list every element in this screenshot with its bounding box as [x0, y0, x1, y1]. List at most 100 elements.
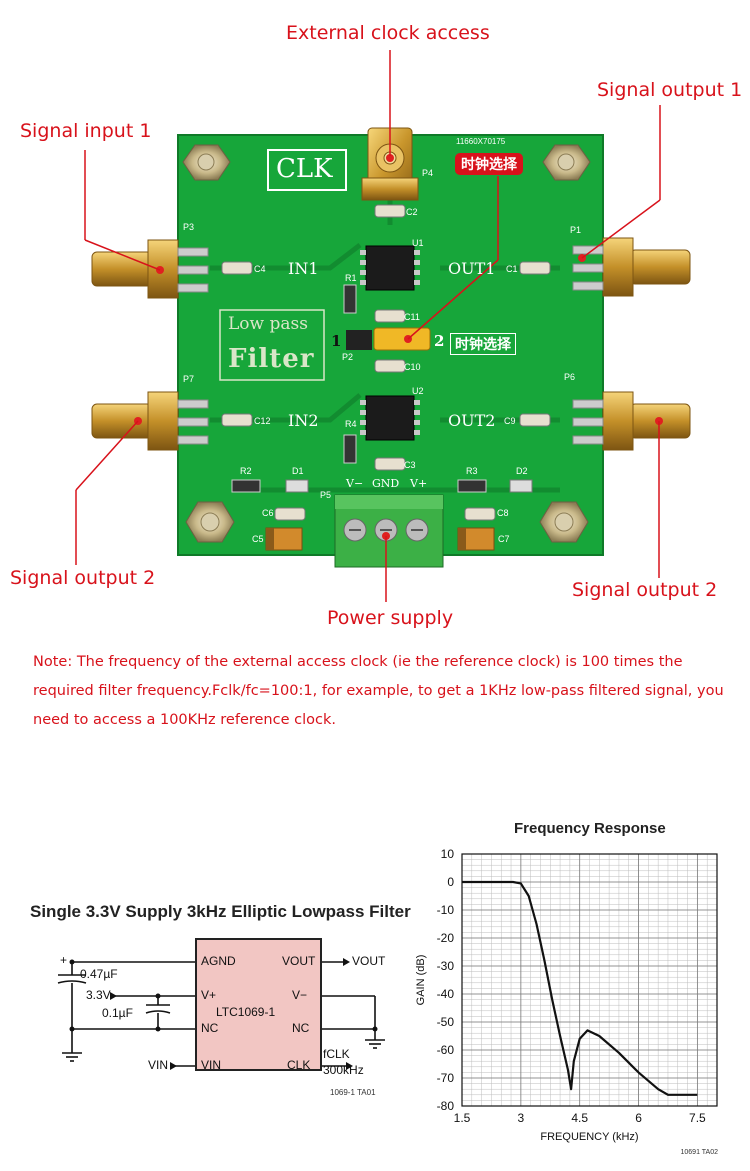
ref-c2: C2	[406, 207, 418, 217]
note-text: Note: The frequency of the external acce…	[33, 654, 724, 728]
ref-u2: U2	[412, 386, 424, 396]
ref-r3: R3	[466, 466, 478, 476]
label-signal-input-1: Signal input 1	[20, 120, 152, 142]
ref-p6: P6	[564, 372, 576, 382]
ic-u2	[360, 395, 420, 441]
ref-r2: R2	[240, 466, 252, 476]
pin-clk: CLK	[287, 1058, 311, 1072]
vin-label: VIN	[148, 1058, 169, 1072]
ref-p1: P1	[570, 225, 582, 235]
label-external-clock: External clock access	[286, 22, 490, 44]
mounting-nuts	[182, 144, 591, 543]
plot-frame	[461, 853, 718, 1107]
ref-p3: P3	[183, 222, 195, 232]
svg-text:+: +	[60, 953, 67, 967]
y-tick-label: -70	[437, 1071, 455, 1085]
x-tick-label: 3	[518, 1111, 525, 1125]
ref-c11: C11	[404, 312, 420, 322]
ref-p2: P2	[342, 352, 354, 362]
ref-d1: D1	[292, 466, 304, 476]
y-tick-label: -30	[437, 959, 455, 973]
chart-figure-id: 10691 TA02	[681, 1149, 719, 1156]
silk-vminus: V−	[346, 477, 364, 490]
pin-nc-left: NC	[201, 1021, 219, 1035]
power-terminal-block	[334, 494, 444, 568]
ref-c7: C7	[498, 534, 510, 544]
label-power-supply: Power supply	[327, 607, 454, 629]
chip-name: LTC1069-1	[216, 1005, 276, 1019]
circuit-schematic: + AGND V+ NC VIN VOUT V− NC CLK LTC1069-…	[30, 935, 390, 1105]
x-tick-label: 7.5	[689, 1111, 706, 1125]
ref-c9: C9	[504, 416, 516, 426]
fclk-value: 300kHz	[323, 1063, 364, 1077]
x-tick-label: 6	[635, 1111, 642, 1125]
silk-out1: OUT1	[448, 259, 496, 278]
vout-label: VOUT	[352, 954, 386, 968]
ref-c4: C4	[254, 264, 266, 274]
ltc1069-chip	[195, 938, 322, 1071]
ref-u1: U1	[412, 238, 424, 248]
ref-r4: R4	[345, 419, 357, 429]
x-axis-label: FREQUENCY (kHz)	[540, 1131, 638, 1143]
gain-curve	[462, 880, 698, 1096]
frequency-response-chart: 10 0 -10 -20 -30 -40 -50 -60 -70 -801.5 3 4.5 6 7.5FR…	[415, 847, 719, 1156]
y-tick-label: -50	[437, 1015, 455, 1029]
clock-select-silk: 时钟选择	[450, 333, 516, 355]
fclk-label: fCLK	[323, 1047, 350, 1061]
x-tick-label: 4.5	[571, 1111, 588, 1125]
sma-in2	[91, 391, 209, 451]
ref-p7: P7	[183, 374, 195, 384]
chart-title: Frequency Response	[514, 820, 666, 837]
ref-c5: C5	[252, 534, 264, 544]
silk-out2: OUT2	[448, 411, 496, 430]
label-signal-output-1: Signal output 1	[597, 79, 743, 101]
label-signal-output-2-left: Signal output 2	[10, 567, 156, 589]
y-tick-label: -20	[437, 931, 455, 945]
ref-p4: P4	[422, 168, 434, 178]
ref-c3: C3	[404, 460, 416, 470]
x-tick-label: 1.5	[454, 1111, 471, 1125]
circuit-title: Single 3.3V Supply 3kHz Elliptic Lowpass…	[30, 902, 411, 921]
y-tick-label: -60	[437, 1043, 455, 1057]
lowpass-silk-line1: Low pass	[228, 314, 308, 334]
pin-vout: VOUT	[282, 954, 316, 968]
silk-jumper-2: 2	[434, 332, 445, 350]
pin-vplus: V+	[201, 988, 217, 1002]
lowpass-silk-line2: Filter	[228, 344, 315, 374]
y-tick-label: -10	[437, 903, 455, 917]
pin-vminus: V−	[292, 988, 308, 1002]
circuit-wires: +	[57, 953, 385, 1070]
clk-sma-connector	[361, 127, 419, 201]
ref-c1: C1	[506, 264, 518, 274]
y-tick-label: 10	[441, 847, 455, 861]
y-tick-label: 0	[447, 875, 454, 889]
board-id: 11660X70175	[456, 137, 506, 146]
label-signal-output-2-right: Signal output 2	[572, 579, 718, 601]
pcb-clk-silk: CLK	[276, 154, 333, 184]
sma-in1	[91, 239, 209, 299]
ref-p5: P5	[320, 490, 332, 500]
silk-vplus: V+	[410, 477, 428, 490]
silk-in1: IN1	[288, 259, 319, 278]
ref-r1: R1	[345, 273, 357, 283]
ic-u1	[360, 245, 420, 291]
cap-01: 0.1µF	[102, 1006, 133, 1020]
pin-nc-right: NC	[292, 1021, 310, 1035]
silk-gnd: GND	[372, 477, 400, 490]
supply-3v3: 3.3V	[86, 988, 111, 1002]
ref-d2: D2	[516, 466, 528, 476]
ref-c8: C8	[497, 508, 509, 518]
callout-lines	[75, 50, 661, 602]
y-axis-label: GAIN (dB)	[415, 955, 427, 1006]
pcb-board-illustration	[75, 50, 691, 602]
y-tick-label: -80	[437, 1099, 455, 1113]
ref-c6: C6	[262, 508, 274, 518]
silk-jumper-1: 1	[331, 332, 342, 350]
sma-out1	[572, 237, 691, 297]
cap-047: 0.47µF	[80, 967, 118, 981]
y-tick-label: -40	[437, 987, 455, 1001]
clock-select-badge: 时钟选择	[455, 153, 523, 175]
ref-c10: C10	[404, 362, 421, 372]
ref-c12: C12	[254, 416, 271, 426]
silk-in2: IN2	[288, 411, 319, 430]
